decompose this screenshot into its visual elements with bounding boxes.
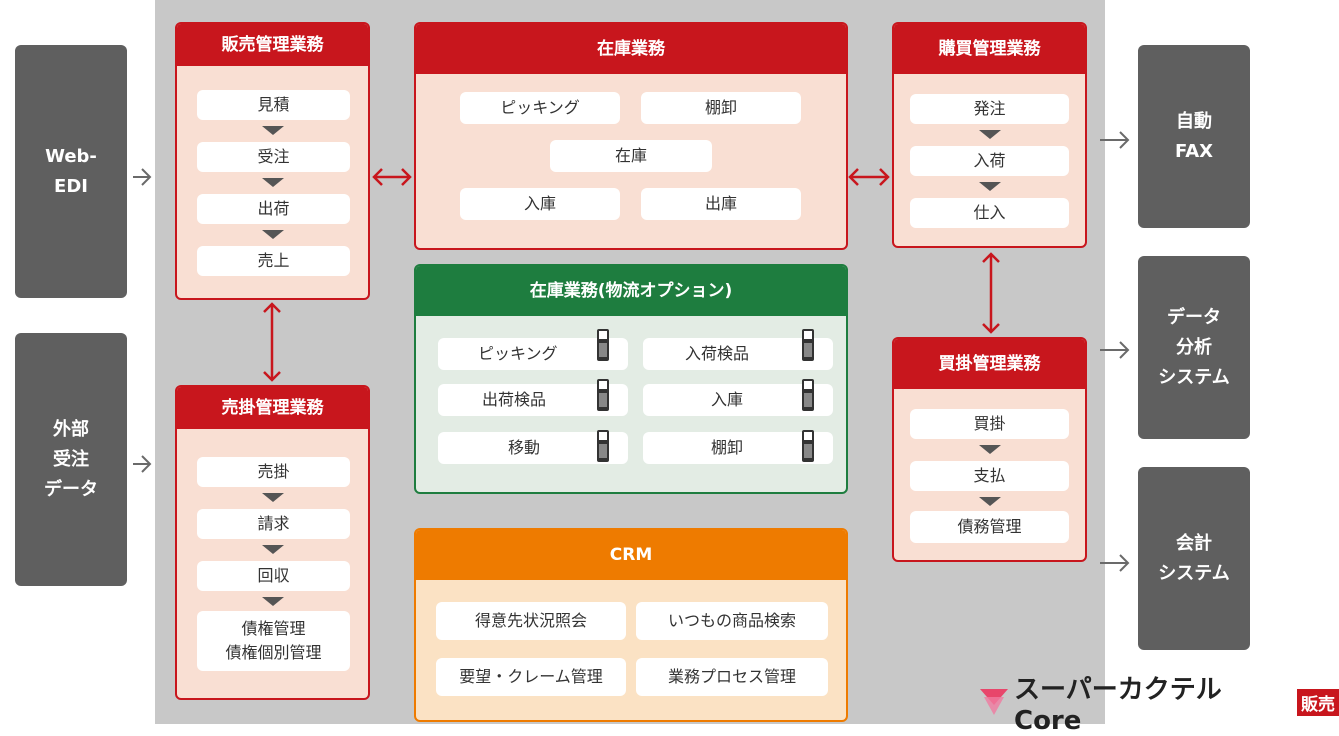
receivable-step-billing: 請求 <box>197 509 350 539</box>
crm-panel: CRM 得意先状況照会 いつもの商品検索 要望・クレーム管理 業務プロセス管理 <box>414 528 848 722</box>
webedi-label: Web- EDI <box>45 145 97 197</box>
sales-step-sales: 売上 <box>197 246 350 276</box>
logistics-inspection-out-label: 出荷検品 <box>482 390 547 409</box>
payable-management-title: 買掛管理業務 <box>894 339 1085 389</box>
inventory-shipping: 出庫 <box>641 188 801 220</box>
crm-product-search: いつもの商品検索 <box>636 602 828 640</box>
logistics-receiving-label: 入庫 <box>711 390 744 409</box>
logistics-option-panel: 在庫業務(物流オプション) ピッキング 入荷検品 出荷検品 入庫 移動 棚卸 <box>414 264 848 494</box>
receivable-step-credit: 債権管理 債権個別管理 <box>197 611 350 671</box>
down-arrow-icon <box>262 126 284 135</box>
purchase-step-arrival: 入荷 <box>910 146 1069 176</box>
accounting-box: 会計 システム <box>1138 467 1250 650</box>
purchase-management-title: 購買管理業務 <box>894 24 1085 74</box>
logistics-inspection-out: 出荷検品 <box>438 384 628 416</box>
logistics-stocktake-label: 棚卸 <box>711 438 744 457</box>
down-arrow-icon <box>262 597 284 606</box>
logistics-transfer-label: 移動 <box>508 438 541 457</box>
logistics-transfer: 移動 <box>438 432 628 464</box>
down-arrow-icon <box>262 545 284 554</box>
webedi-box: Web- EDI <box>15 45 127 298</box>
logo-text: スーパーカクテルCore <box>1013 674 1222 736</box>
inventory-receiving: 入庫 <box>460 188 620 220</box>
down-arrow-icon <box>979 130 1001 139</box>
handheld-scanner-icon <box>802 329 814 361</box>
crm-complaint-management: 要望・クレーム管理 <box>436 658 626 696</box>
inventory-stock: 在庫 <box>550 140 712 172</box>
receivable-step-ar: 売掛 <box>197 457 350 487</box>
auto-fax-box: 自動 FAX <box>1138 45 1250 228</box>
payable-step-payment: 支払 <box>910 461 1069 491</box>
handheld-scanner-icon <box>597 430 609 462</box>
accounting-label: 会計 システム <box>1158 532 1230 584</box>
handheld-scanner-icon <box>597 379 609 411</box>
logo-badge: 販売 <box>1297 688 1339 716</box>
inventory-stocktake: 棚卸 <box>641 92 801 124</box>
crm-process-management: 業務プロセス管理 <box>636 658 828 696</box>
logistics-inspection-in: 入荷検品 <box>643 338 833 370</box>
product-logo: スーパーカクテルCore 販売 <box>980 675 1339 736</box>
handheld-scanner-icon <box>802 430 814 462</box>
logistics-receiving: 入庫 <box>643 384 833 416</box>
purchase-step-order: 発注 <box>910 94 1069 124</box>
down-arrow-icon <box>979 497 1001 506</box>
crm-title: CRM <box>416 530 846 580</box>
down-arrow-icon <box>262 178 284 187</box>
logistics-picking-label: ピッキング <box>478 344 558 363</box>
payable-step-debt: 債務管理 <box>910 511 1069 543</box>
auto-fax-label: 自動 FAX <box>1174 110 1214 162</box>
sales-step-order: 受注 <box>197 142 350 172</box>
data-analysis-box: データ 分析 システム <box>1138 256 1250 439</box>
external-order-data-box: 外部 受注 データ <box>15 333 127 586</box>
external-order-data-label: 外部 受注 データ <box>44 418 98 500</box>
sales-step-estimate: 見積 <box>197 90 350 120</box>
inventory-picking: ピッキング <box>460 92 620 124</box>
down-arrow-icon <box>262 230 284 239</box>
payable-management-panel: 買掛管理業務 買掛 支払 債務管理 <box>892 337 1087 562</box>
logistics-picking: ピッキング <box>438 338 628 370</box>
receivable-step-collection: 回収 <box>197 561 350 591</box>
crm-customer-status: 得意先状況照会 <box>436 602 626 640</box>
handheld-scanner-icon <box>802 379 814 411</box>
inventory-panel: 在庫業務 ピッキング 棚卸 在庫 入庫 出庫 <box>414 22 848 250</box>
sales-step-shipment: 出荷 <box>197 194 350 224</box>
logistics-inspection-in-label: 入荷検品 <box>685 344 750 363</box>
down-arrow-icon <box>979 445 1001 454</box>
inventory-title: 在庫業務 <box>416 24 846 74</box>
receivable-management-panel: 売掛管理業務 売掛 請求 回収 債権管理 債権個別管理 <box>175 385 370 700</box>
cocktail-logo-icon <box>980 689 1008 715</box>
sales-management-panel: 販売管理業務 見積 受注 出荷 売上 <box>175 22 370 300</box>
handheld-scanner-icon <box>597 329 609 361</box>
arrow-webedi-to-sales <box>133 168 152 186</box>
sales-management-title: 販売管理業務 <box>177 24 368 66</box>
purchase-management-panel: 購買管理業務 発注 入荷 仕入 <box>892 22 1087 248</box>
down-arrow-icon <box>262 493 284 502</box>
logistics-stocktake: 棚卸 <box>643 432 833 464</box>
payable-step-ap: 買掛 <box>910 409 1069 439</box>
data-analysis-label: データ 分析 システム <box>1158 306 1230 388</box>
arrow-orderdata-to-receivable <box>133 455 152 473</box>
receivable-management-title: 売掛管理業務 <box>177 387 368 429</box>
purchase-step-stocking: 仕入 <box>910 198 1069 228</box>
down-arrow-icon <box>979 182 1001 191</box>
logistics-option-title: 在庫業務(物流オプション) <box>416 266 846 316</box>
